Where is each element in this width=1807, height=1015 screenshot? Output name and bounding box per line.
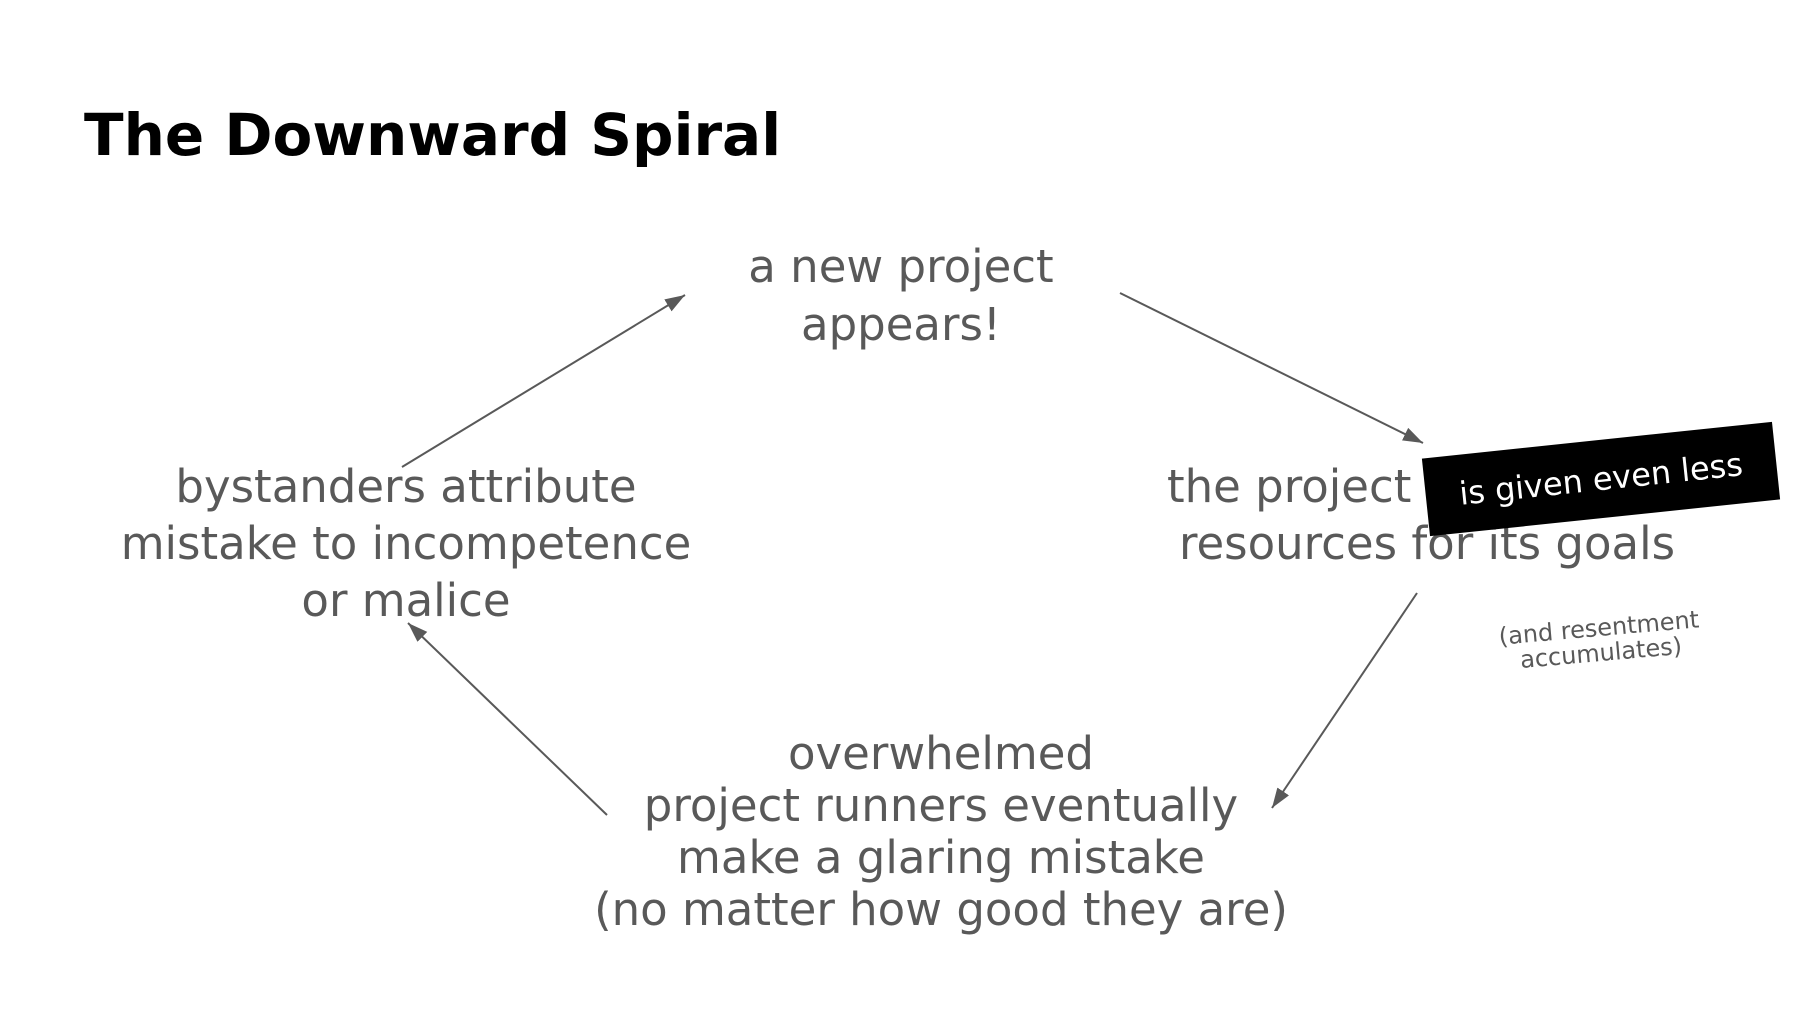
arrow-right-to-bottom [1271, 592, 1418, 809]
right-node-line1: the project [1167, 460, 1412, 513]
arrow-left-to-top [401, 294, 686, 468]
bottom-node-line: (no matter how good they are) [594, 883, 1288, 936]
bottom-node-line: make a glaring mistake [677, 831, 1205, 884]
left-node-line: bystanders attribute [175, 460, 637, 513]
top-node-line: appears! [801, 298, 1001, 351]
resentment-note: (and resentment accumulates) [1498, 605, 1702, 674]
bottom-node-line: overwhelmed [788, 727, 1094, 780]
slide-title: The Downward Spiral [84, 101, 782, 169]
arrow-bottom-to-left [407, 622, 608, 816]
redaction-label-text: is given even less [1457, 445, 1745, 513]
top-node: a new project appears! [748, 238, 1053, 354]
top-node-line: a new project [748, 240, 1054, 293]
bottom-node: overwhelmed project runners eventually m… [594, 728, 1288, 936]
bottom-node-line: project runners eventually [643, 779, 1239, 832]
left-node: bystanders attribute mistake to incompet… [121, 458, 692, 629]
arrow-top-to-right [1119, 292, 1424, 444]
left-node-line: or malice [301, 574, 511, 627]
right-node-line2: resources for its goals [1178, 517, 1676, 570]
left-node-line: mistake to incompetence [120, 517, 692, 570]
